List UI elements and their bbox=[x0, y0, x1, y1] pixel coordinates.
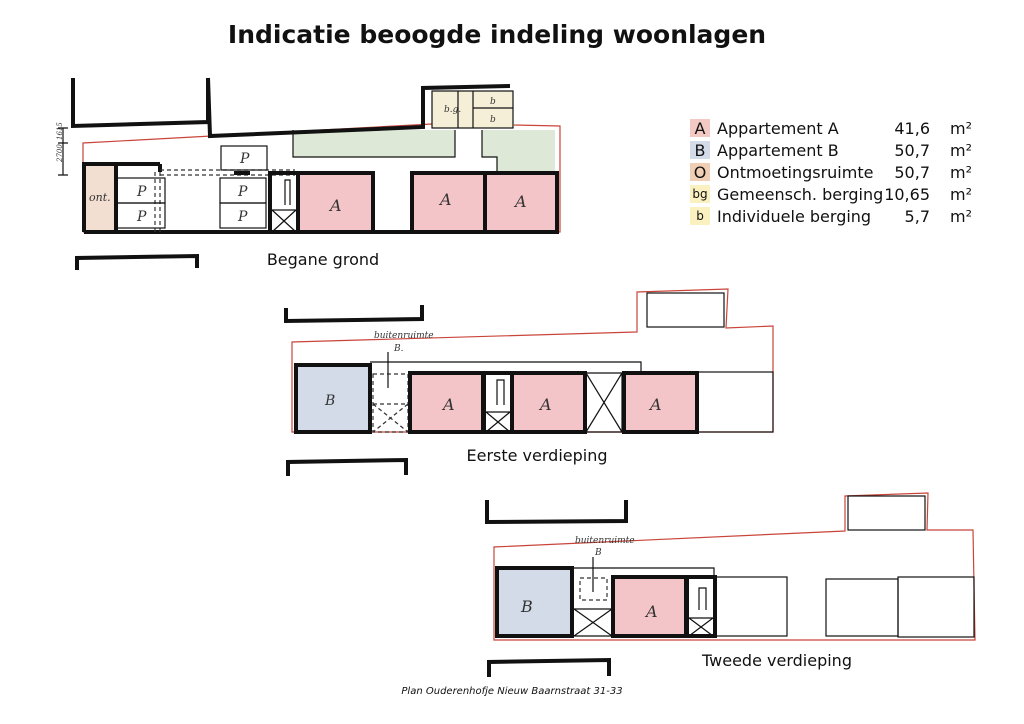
svg-text:A: A bbox=[513, 192, 527, 211]
apartment-b bbox=[495, 566, 574, 638]
footer-plan-name: Plan Ouderenhofje Nieuw Baarnstraat 31-3… bbox=[401, 686, 622, 697]
svg-text:m²: m² bbox=[950, 207, 972, 226]
apartment-a bbox=[296, 171, 375, 234]
outdoor-space-label: buitenruimte bbox=[374, 331, 434, 341]
scale-bar bbox=[485, 500, 628, 525]
svg-text:b: b bbox=[490, 115, 496, 125]
svg-text:A: A bbox=[538, 395, 552, 414]
plan-first-floor: B buitenruimte B. A A A Eerste verdiepin… bbox=[284, 288, 774, 476]
scale-bar bbox=[286, 457, 408, 476]
svg-text:1615: 1615 bbox=[56, 122, 64, 140]
svg-text:A: A bbox=[695, 119, 706, 138]
scale-bar bbox=[75, 253, 199, 270]
svg-text:b.g.: b.g. bbox=[444, 105, 461, 115]
svg-text:2700: 2700 bbox=[56, 144, 64, 163]
scale-bar bbox=[487, 657, 611, 677]
plan-second-floor: B buitenruimte B A Tweede verdieping bbox=[485, 492, 976, 677]
legend-item-o: O Ontmoetingsruimte 50,7 m² bbox=[690, 163, 972, 182]
svg-text:41,6: 41,6 bbox=[894, 119, 930, 138]
svg-text:b: b bbox=[490, 97, 496, 107]
svg-text:A: A bbox=[438, 190, 452, 209]
svg-text:A: A bbox=[644, 602, 658, 621]
scale-bar bbox=[284, 305, 424, 324]
svg-text:m²: m² bbox=[950, 141, 972, 160]
svg-text:5,7: 5,7 bbox=[905, 207, 930, 226]
outdoor-space-label: buitenruimte bbox=[575, 536, 635, 546]
svg-text:Appartement A: Appartement A bbox=[717, 119, 839, 138]
svg-text:b: b bbox=[696, 209, 704, 223]
svg-text:50,7: 50,7 bbox=[894, 141, 930, 160]
svg-text:B: B bbox=[594, 548, 602, 558]
svg-text:Individuele berging: Individuele berging bbox=[717, 207, 871, 226]
svg-text:m²: m² bbox=[950, 119, 972, 138]
svg-text:P: P bbox=[237, 209, 248, 225]
svg-text:A: A bbox=[648, 395, 662, 414]
apartment-a bbox=[611, 575, 688, 638]
ontmoetingsruimte-label: ont. bbox=[89, 191, 111, 204]
svg-text:Appartement B: Appartement B bbox=[717, 141, 839, 160]
apartment-a bbox=[483, 171, 559, 234]
svg-text:m²: m² bbox=[950, 185, 972, 204]
svg-text:Gemeensch. berging: Gemeensch. berging bbox=[717, 185, 883, 204]
svg-text:P: P bbox=[239, 151, 250, 167]
svg-text:10,65: 10,65 bbox=[884, 185, 930, 204]
svg-text:m²: m² bbox=[950, 163, 972, 182]
apartment-a bbox=[622, 371, 699, 434]
svg-text:50,7: 50,7 bbox=[894, 163, 930, 182]
page-title: Indicatie beoogde indeling woonlagen bbox=[228, 20, 766, 49]
legend-item-b: B Appartement B 50,7 m² bbox=[690, 141, 972, 160]
caption-second-floor: Tweede verdieping bbox=[701, 651, 852, 670]
caption-first-floor: Eerste verdieping bbox=[466, 446, 607, 465]
svg-text:B: B bbox=[695, 141, 706, 160]
svg-text:Ontmoetingsruimte: Ontmoetingsruimte bbox=[717, 163, 873, 182]
svg-text:B: B bbox=[520, 597, 533, 616]
plan-ground-floor: b.g. b b 2700 1615 ont. PP P PP A A A Be… bbox=[56, 77, 561, 270]
apartment-b bbox=[294, 363, 372, 434]
svg-text:B.: B. bbox=[393, 344, 404, 354]
legend-item-b-storage: b Individuele berging 5,7 m² bbox=[690, 207, 972, 226]
svg-text:B: B bbox=[324, 393, 335, 409]
legend-item-a: A Appartement A 41,6 m² bbox=[690, 119, 972, 138]
svg-text:O: O bbox=[694, 163, 707, 182]
svg-text:P: P bbox=[136, 184, 147, 200]
svg-text:A: A bbox=[328, 196, 342, 215]
caption-ground-floor: Begane grond bbox=[267, 250, 379, 269]
svg-text:A: A bbox=[441, 395, 455, 414]
svg-text:bg: bg bbox=[692, 187, 707, 201]
svg-text:P: P bbox=[237, 184, 248, 200]
apartment-a bbox=[510, 371, 587, 434]
dimension-annotation: 2700 1615 bbox=[56, 122, 68, 176]
svg-text:P: P bbox=[136, 209, 147, 225]
legend: A Appartement A 41,6 m² B Appartement B 50,7 m… bbox=[690, 119, 972, 226]
